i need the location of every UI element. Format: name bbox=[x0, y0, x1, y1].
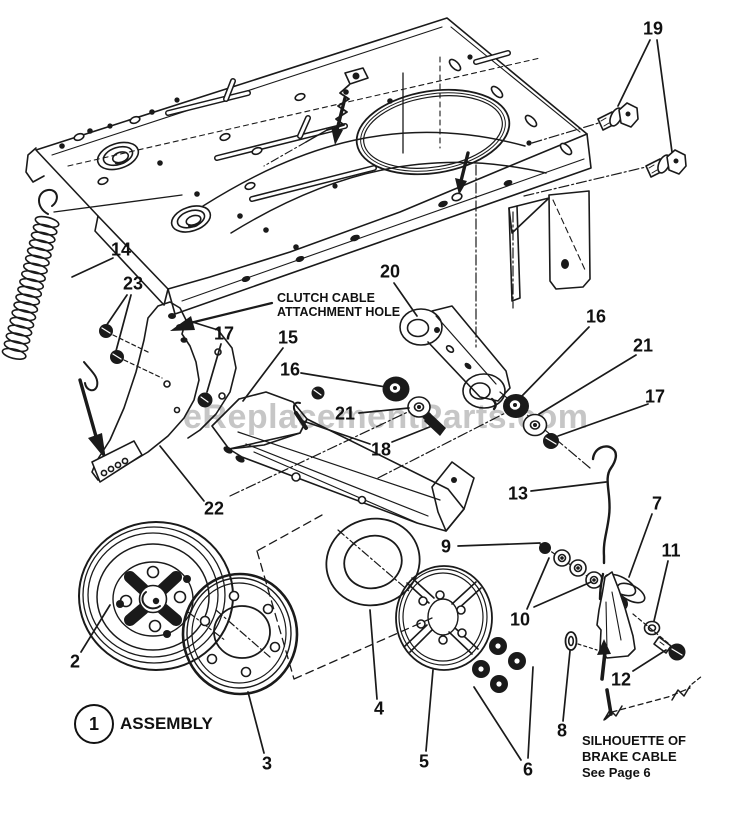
clutch-cable-note-line1: CLUTCH CABLE bbox=[277, 291, 375, 305]
frame-band-holes bbox=[241, 179, 513, 283]
attachment-hole-arrow bbox=[170, 301, 274, 331]
callout-6: 6 bbox=[522, 759, 534, 780]
up-arrow-icon bbox=[597, 639, 611, 655]
frame-chassis bbox=[25, 17, 647, 348]
tension-spring bbox=[1, 188, 183, 460]
callout-3: 3 bbox=[261, 753, 273, 774]
bolt-12 bbox=[632, 613, 686, 661]
brake-cable-silhouette bbox=[603, 675, 703, 721]
clutch-cable-note-line2: ATTACHMENT HOLE bbox=[277, 305, 401, 319]
callout-18: 18 bbox=[370, 439, 392, 460]
washer-chain bbox=[539, 542, 626, 603]
callout-14: 14 bbox=[110, 239, 132, 260]
callout-19: 19 bbox=[642, 18, 664, 39]
assembly-outline-dashed bbox=[256, 514, 433, 680]
callout-12: 12 bbox=[610, 669, 632, 690]
silhouette-note-line3: See Page 6 bbox=[582, 765, 651, 780]
nut-cluster bbox=[472, 637, 526, 693]
callout-10: 10 bbox=[509, 609, 531, 630]
washer-11 bbox=[643, 620, 661, 636]
clutch-cable-on-frame bbox=[263, 67, 470, 202]
nut-17-right bbox=[543, 433, 559, 449]
callout-15: 15 bbox=[277, 327, 299, 348]
frame-holes-dark bbox=[59, 54, 532, 250]
callout-13: 13 bbox=[507, 483, 529, 504]
assembly-label: ASSEMBLY bbox=[120, 714, 213, 733]
leader-lines bbox=[71, 39, 673, 761]
washer-21-right bbox=[522, 413, 548, 437]
callout-17-right: 17 bbox=[644, 386, 666, 407]
spacer-16-right bbox=[503, 394, 529, 418]
callout-16-left: 16 bbox=[279, 359, 301, 380]
callout-4: 4 bbox=[373, 698, 385, 719]
callout-17-left: 17 bbox=[213, 323, 235, 344]
assembly-number: 1 bbox=[88, 713, 99, 734]
hanger-bracket bbox=[399, 305, 511, 411]
callout-11: 11 bbox=[661, 540, 681, 561]
callout-21-left: 21 bbox=[334, 403, 356, 424]
frame-slots bbox=[165, 50, 511, 202]
brake-cable bbox=[591, 445, 618, 601]
callout-8: 8 bbox=[556, 720, 568, 741]
callout-22: 22 bbox=[203, 498, 225, 519]
silhouette-note-line1: SILHOUETTE OF bbox=[582, 733, 686, 748]
callout-5: 5 bbox=[418, 751, 430, 772]
ring-guide bbox=[325, 517, 421, 607]
pivot-arm bbox=[91, 301, 325, 483]
washer-oval-8 bbox=[564, 631, 598, 651]
clip-pin-18 bbox=[292, 401, 301, 414]
pulley-drum bbox=[181, 572, 299, 696]
callout-23: 23 bbox=[122, 273, 144, 294]
callout-9: 9 bbox=[440, 536, 452, 557]
assembly-number-circle: 1 bbox=[74, 704, 114, 744]
callout-16-right: 16 bbox=[585, 306, 607, 327]
callout-20: 20 bbox=[379, 261, 401, 282]
brake-cable-silhouette-note: SILHOUETTE OF BRAKE CABLE See Page 6 bbox=[582, 733, 686, 781]
bolt-pair-19 bbox=[597, 102, 687, 178]
washer-21-left bbox=[407, 396, 431, 418]
silhouette-note-line2: BRAKE CABLE bbox=[582, 749, 677, 764]
pulley-spoked bbox=[395, 565, 493, 671]
clutch-cable-note: CLUTCH CABLE ATTACHMENT HOLE bbox=[277, 291, 400, 319]
grommet-hole bbox=[170, 205, 212, 233]
callout-2: 2 bbox=[69, 651, 81, 672]
spacer-16-left bbox=[382, 376, 410, 402]
callout-7: 7 bbox=[651, 493, 663, 514]
grommet-hole bbox=[96, 141, 140, 171]
frame-holes-open bbox=[73, 58, 573, 191]
brake-bracket bbox=[596, 571, 646, 721]
callout-21-right: 21 bbox=[632, 335, 654, 356]
nut-pair-23 bbox=[99, 324, 163, 379]
pulley-grooved bbox=[78, 521, 234, 671]
